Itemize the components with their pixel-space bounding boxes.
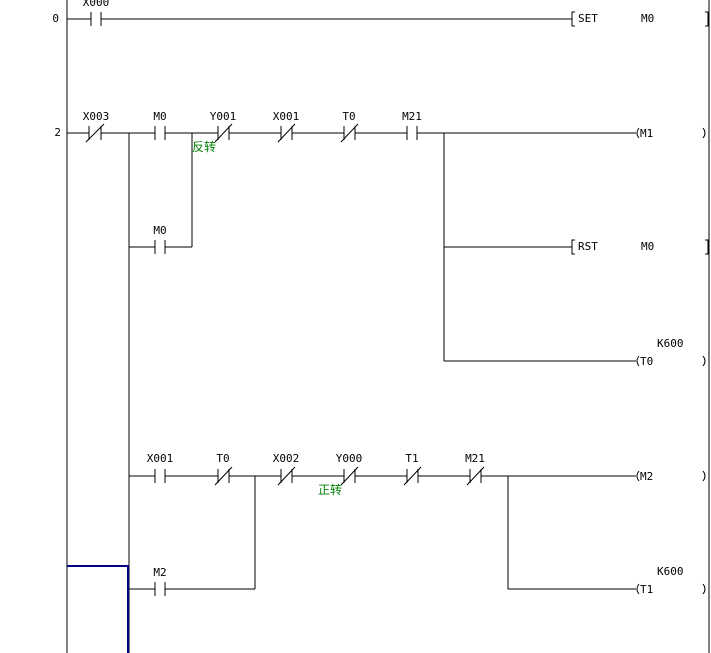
contact-x003[interactable]: X003 xyxy=(83,110,110,143)
contact-label: X002 xyxy=(273,452,300,465)
contact-x001-no[interactable]: X001 xyxy=(147,452,174,483)
coil-name: M1 xyxy=(640,127,653,140)
rung-step-number: 0 xyxy=(52,12,59,25)
instruction-operand: M0 xyxy=(641,240,654,253)
contact-x001[interactable]: X001 xyxy=(273,110,300,143)
coil-t0[interactable]: K600 T0 xyxy=(636,337,706,368)
contact-t0[interactable]: T0 xyxy=(340,110,359,143)
contact-x000[interactable]: X000 xyxy=(83,0,110,26)
device-comment: 反转 xyxy=(192,139,216,154)
contact-label: M0 xyxy=(153,110,166,123)
contact-m21[interactable]: M21 xyxy=(402,110,422,140)
contact-label: T1 xyxy=(405,452,418,465)
timer-setting: K600 xyxy=(657,337,684,350)
contact-label: M0 xyxy=(153,224,166,237)
instruction-op: RST xyxy=(578,240,598,253)
contact-label: X000 xyxy=(83,0,110,9)
contact-label: Y001 xyxy=(210,110,237,123)
contact-y000[interactable]: Y000 正转 xyxy=(318,452,362,497)
selection-cursor[interactable] xyxy=(67,565,129,653)
contact-label: X001 xyxy=(147,452,174,465)
contact-label: T0 xyxy=(216,452,229,465)
contact-m0[interactable]: M0 xyxy=(153,110,167,140)
rung-0[interactable]: X000 SET M0 xyxy=(67,0,709,27)
rung-2[interactable]: X003 M0 Y001 反转 X001 T0 xyxy=(67,110,709,653)
contact-label: X003 xyxy=(83,110,110,123)
instruction-rst-m0[interactable]: RST M0 xyxy=(571,239,709,255)
contact-t1[interactable]: T1 xyxy=(403,452,422,486)
contact-y001[interactable]: Y001 反转 xyxy=(192,110,236,154)
contact-label: T0 xyxy=(342,110,355,123)
contact-label: M21 xyxy=(465,452,485,465)
contact-m21-nc[interactable]: M21 xyxy=(465,452,485,486)
contact-m0-parallel[interactable]: M0 xyxy=(153,224,167,254)
instruction-set-m0[interactable]: SET M0 xyxy=(571,11,709,27)
coil-name: T1 xyxy=(640,583,653,596)
device-comment: 正转 xyxy=(318,482,342,497)
rung-step-number: 2 xyxy=(54,126,61,139)
coil-name: M2 xyxy=(640,470,653,483)
coil-m1[interactable]: M1 xyxy=(636,127,706,140)
coil-t1[interactable]: K600 T1 xyxy=(636,565,706,596)
contact-m2[interactable]: M2 xyxy=(153,566,167,596)
contact-x002[interactable]: X002 xyxy=(273,452,300,486)
contact-t0-nc[interactable]: T0 xyxy=(214,452,233,486)
contact-label: X001 xyxy=(273,110,300,123)
coil-name: T0 xyxy=(640,355,653,368)
contact-label: M2 xyxy=(153,566,166,579)
contact-label: M21 xyxy=(402,110,422,123)
coil-m2[interactable]: M2 xyxy=(636,470,706,483)
instruction-op: SET xyxy=(578,12,598,25)
contact-label: Y000 xyxy=(336,452,363,465)
timer-setting: K600 xyxy=(657,565,684,578)
instruction-operand: M0 xyxy=(641,12,654,25)
